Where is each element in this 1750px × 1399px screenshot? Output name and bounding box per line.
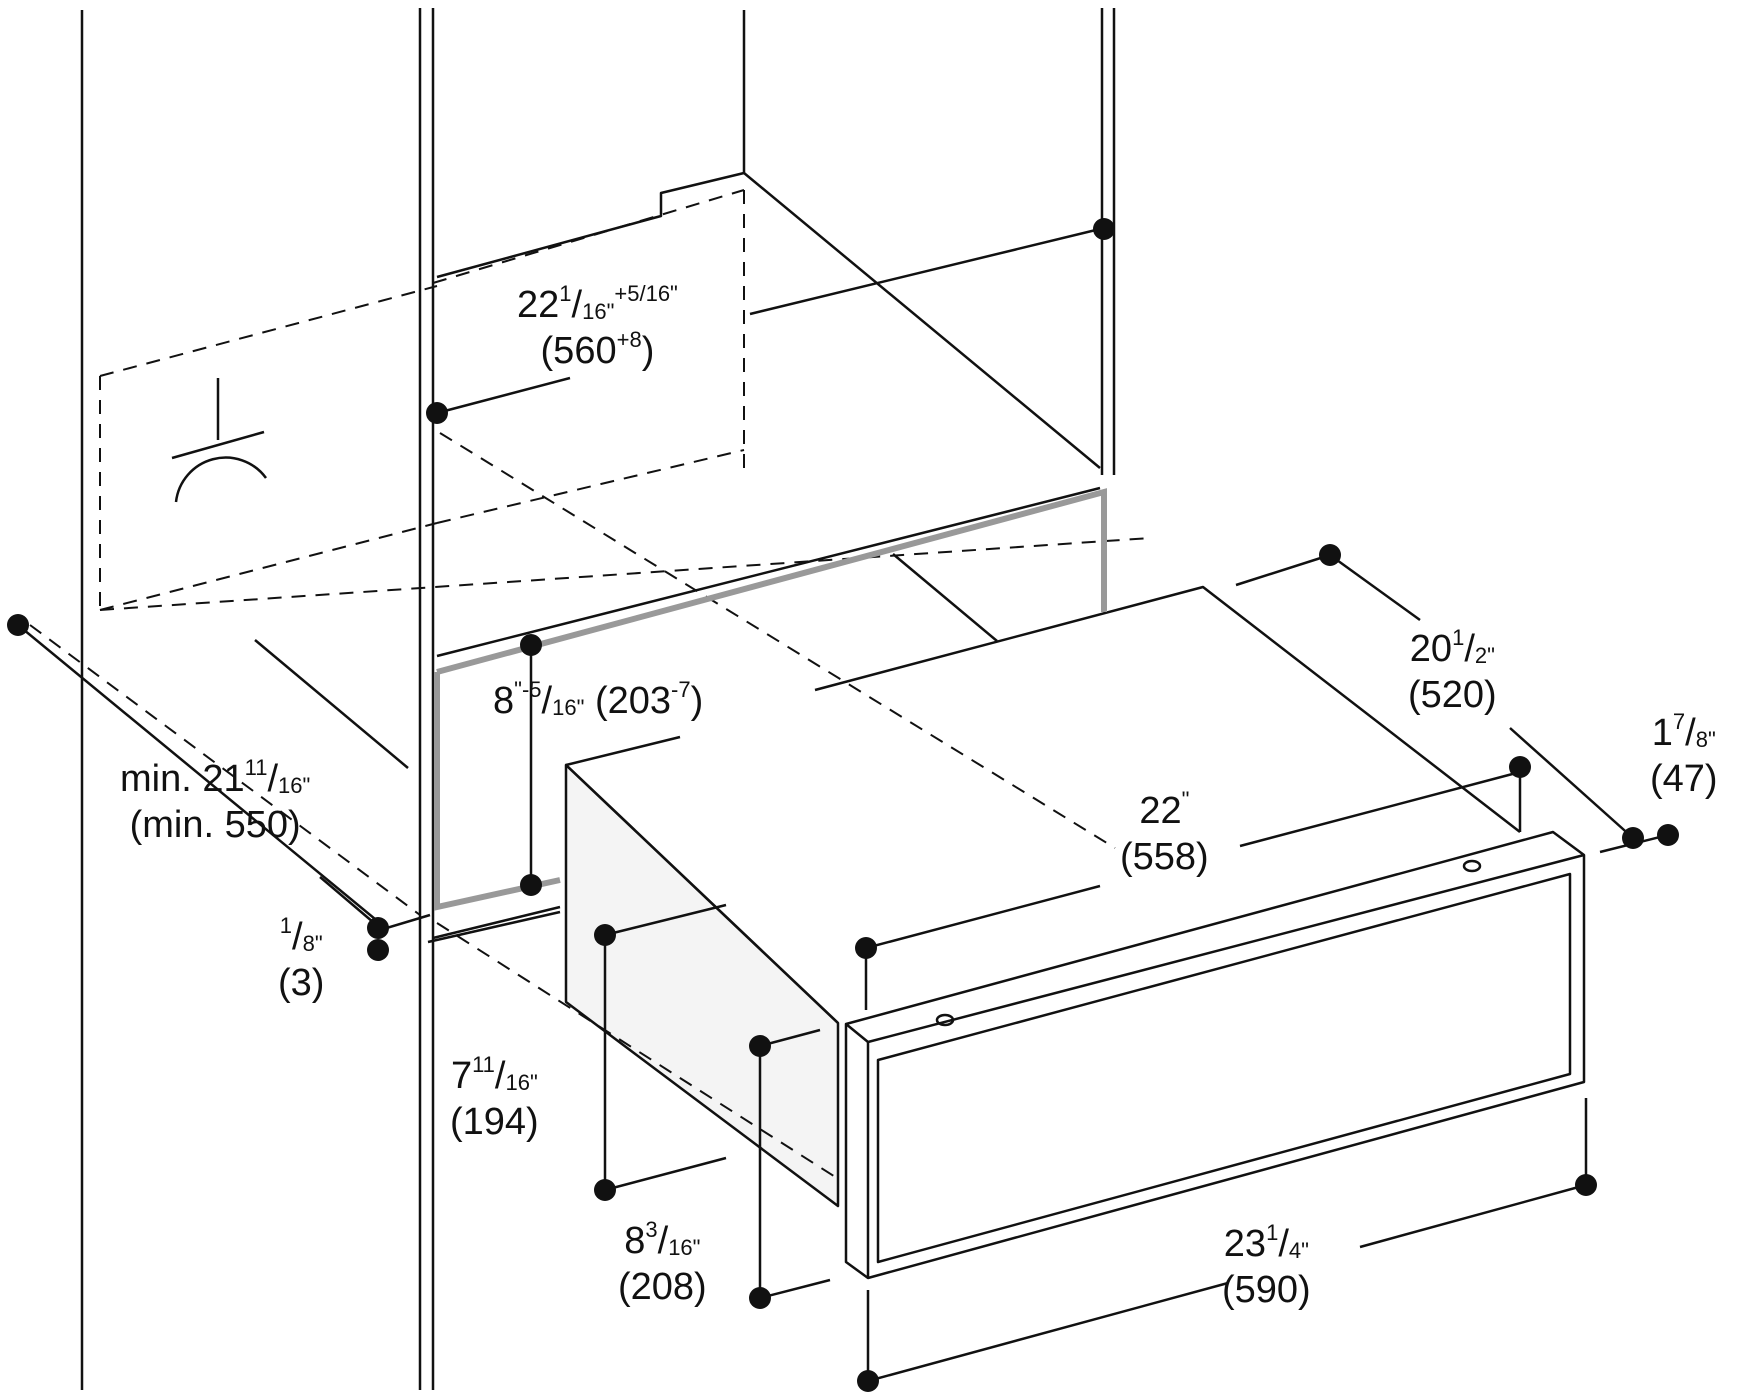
dashed-floor-right-diag	[439, 432, 1116, 849]
dot	[594, 924, 616, 946]
dim-line-body-width-b	[1239, 770, 1521, 848]
dashed-front-diag	[436, 922, 841, 1181]
drawer-body-top-back2	[814, 585, 1521, 833]
dim-line-cabinet-depth-b	[749, 227, 1101, 316]
dot	[1319, 544, 1341, 566]
niche-seal-top	[436, 488, 1107, 675]
dot	[857, 1370, 879, 1392]
drawer-control-knob2	[1462, 859, 1482, 873]
dim-line-body-depth-b	[1509, 727, 1634, 839]
dim-line-front-width	[867, 1281, 1229, 1383]
label-body-width: 22" (558)	[1120, 787, 1209, 878]
dot	[520, 874, 542, 896]
shelf-front-edge	[436, 486, 1101, 658]
outlet-symbol-arc	[174, 456, 268, 503]
drawer-body-top-back	[565, 735, 681, 767]
niche-back-floor	[892, 553, 998, 642]
drawer-body-top	[565, 764, 839, 1024]
dot	[855, 937, 877, 959]
dashed-floor-left	[99, 522, 438, 611]
dim-line-cabinet-depth-a	[436, 376, 571, 415]
dim-line-body-depth-c	[1235, 553, 1331, 587]
dot	[520, 634, 542, 656]
dot	[594, 1179, 616, 1201]
dim-line-min-depth	[17, 624, 387, 929]
niche-seal	[434, 672, 561, 911]
dashed-floor-diag	[29, 624, 421, 916]
drawer-front-outer	[844, 830, 1586, 1280]
dashed-top-left	[99, 285, 438, 377]
dot	[1622, 827, 1644, 849]
dot	[367, 917, 389, 939]
shelf-top	[436, 171, 1101, 469]
dim-line-front-height-b	[759, 1278, 831, 1300]
label-drawer-height: 711/16" (194)	[450, 1052, 539, 1143]
dot	[1093, 218, 1115, 240]
dim-line-min-depth-b	[254, 639, 409, 769]
dashed-bottom-diag	[99, 537, 1151, 611]
label-front-height: 83/16" (208)	[618, 1217, 707, 1308]
dashed-upper-diag	[432, 189, 745, 284]
dot	[7, 614, 29, 636]
label-body-depth: 201/2" (520)	[1408, 625, 1497, 716]
dot	[749, 1287, 771, 1309]
label-front-depth: 17/8" (47)	[1650, 709, 1718, 800]
dim-line-drawer-height-b	[604, 1156, 727, 1192]
label-niche-height: 8"-5/16" (203-7)	[493, 677, 704, 722]
dot	[426, 402, 448, 424]
dot	[1575, 1174, 1597, 1196]
dot	[367, 939, 389, 961]
niche-floor-front	[432, 905, 561, 940]
dot	[1509, 756, 1531, 778]
lower-panel-top	[427, 910, 561, 944]
drawer-control-knob	[935, 1013, 955, 1027]
label-cabinet-depth: 221/16"+5/16" (560+8)	[517, 281, 678, 372]
dim-line-body-depth	[1329, 553, 1421, 622]
label-front-width: 231/4" (590)	[1222, 1220, 1311, 1311]
outlet-symbol-bar	[171, 430, 265, 460]
dim-line-body-width	[865, 884, 1101, 950]
dim-line-drawer-height-a	[604, 903, 727, 937]
label-gap: 1/8" (3)	[278, 913, 325, 1004]
label-min-depth: min. 2111/16" (min. 550)	[120, 755, 311, 846]
dot	[749, 1035, 771, 1057]
drawer-front-bevel	[845, 853, 1585, 1044]
dashed-floor-right	[436, 449, 745, 524]
drawer-front-panel	[876, 872, 1572, 1264]
dot	[1657, 824, 1679, 846]
dim-line-front-width-b	[1359, 1183, 1587, 1249]
dim-line-gap	[319, 876, 381, 929]
